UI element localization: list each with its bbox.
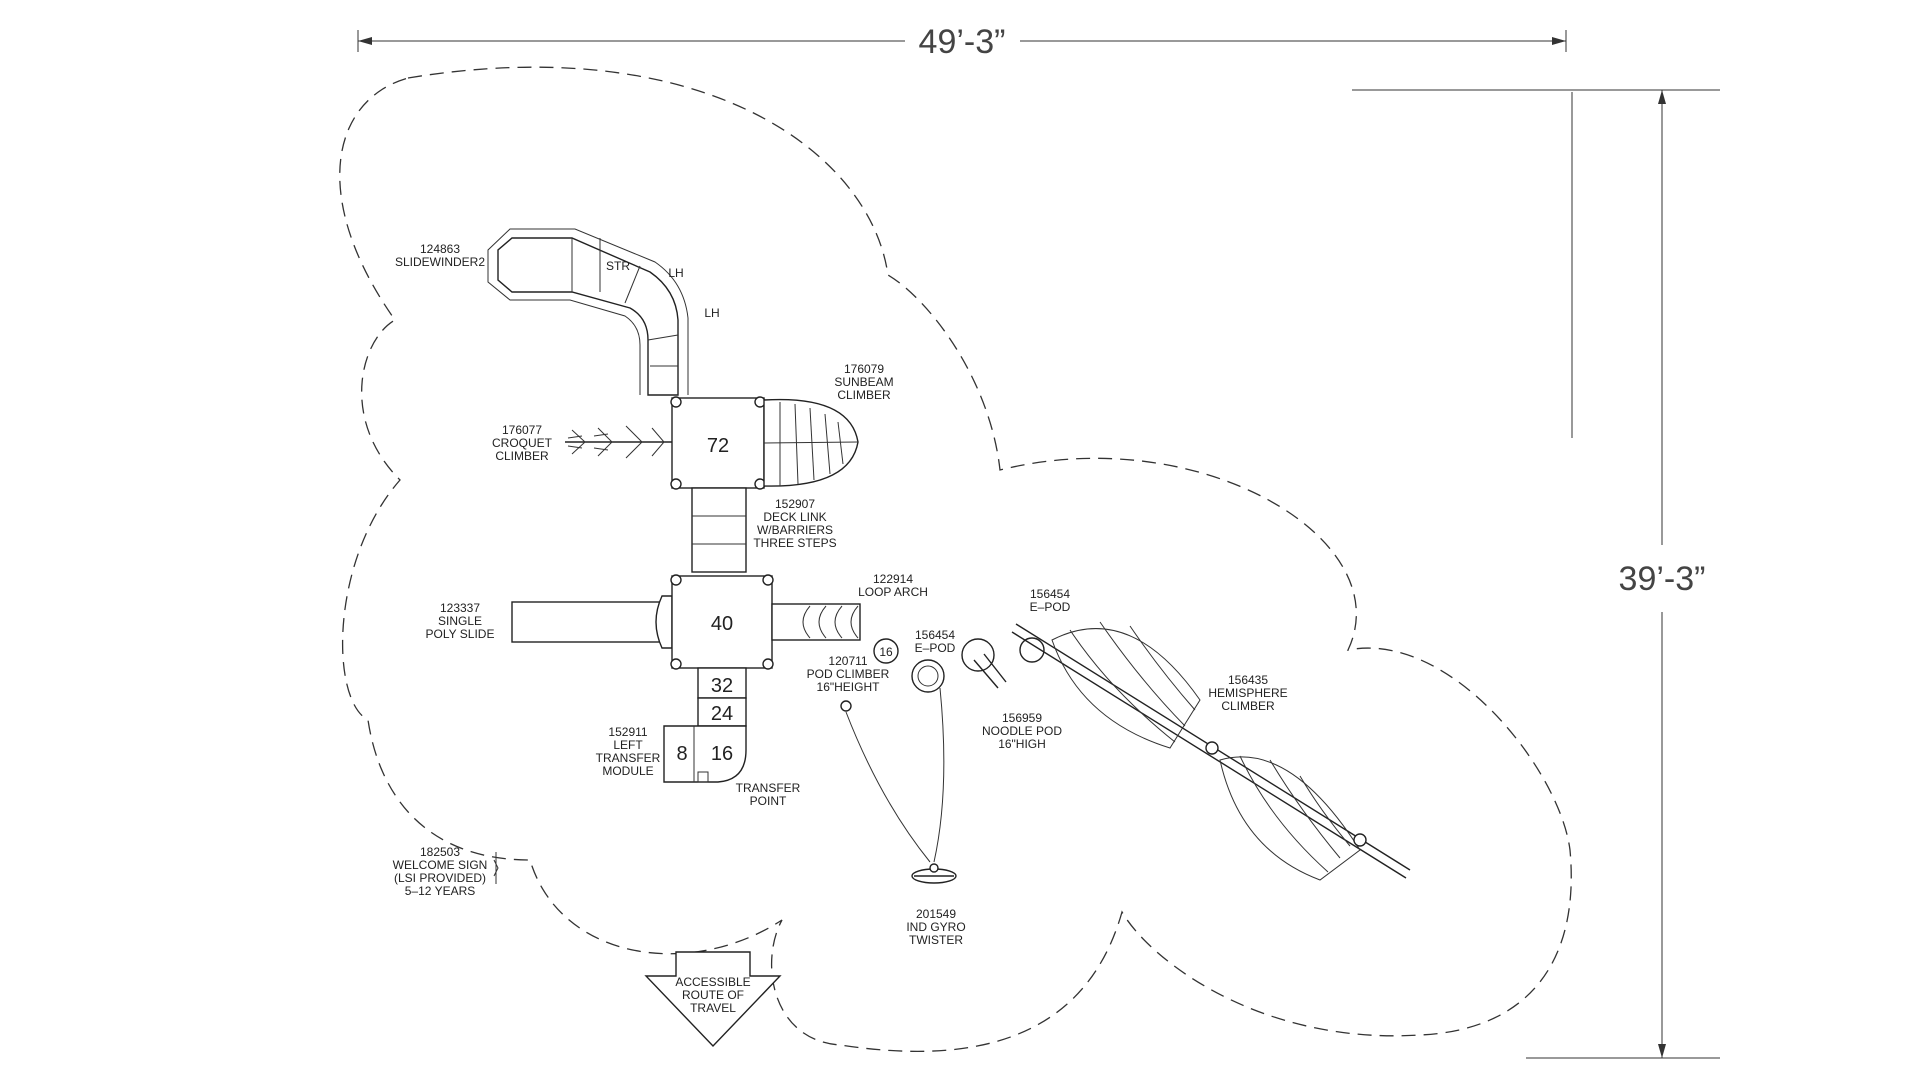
svg-text:THREE STEPS: THREE STEPS	[753, 536, 836, 550]
e-pod-right	[1019, 637, 1045, 663]
step-32-label: 32	[711, 675, 733, 697]
svg-text:16"HIGH: 16"HIGH	[998, 737, 1046, 751]
pod-climber-height-label: 16	[879, 645, 893, 659]
label-deck-link: 152907 DECK LINK W/BARRIERS THREE STEPS	[753, 497, 836, 550]
svg-text:IND GYRO: IND GYRO	[906, 920, 965, 934]
svg-text:SUNBEAM: SUNBEAM	[834, 375, 893, 389]
hemisphere-climber	[1011, 621, 1411, 881]
slide-section-lh-lower: LH	[704, 306, 719, 320]
deck-40: 40	[670, 574, 774, 670]
svg-text:122914: 122914	[873, 572, 913, 586]
deck-72: 72	[670, 396, 766, 490]
svg-text:156435: 156435	[1228, 673, 1268, 687]
svg-text:CLIMBER: CLIMBER	[495, 449, 549, 463]
svg-text:WELCOME SIGN: WELCOME SIGN	[393, 858, 488, 872]
svg-text:LEFT: LEFT	[613, 738, 643, 752]
svg-text:E–POD: E–POD	[1030, 600, 1071, 614]
svg-text:LOOP ARCH: LOOP ARCH	[858, 585, 928, 599]
slide-section-lh-upper: LH	[668, 266, 683, 280]
slide-section-str: STR	[606, 259, 630, 273]
label-pod-climber: 120711 POD CLIMBER 16"HEIGHT	[807, 654, 890, 694]
pod-climber: 16	[873, 638, 899, 664]
svg-text:POLY SLIDE: POLY SLIDE	[426, 627, 495, 641]
svg-text:CLIMBER: CLIMBER	[1221, 699, 1275, 713]
svg-text:CLIMBER: CLIMBER	[837, 388, 891, 402]
label-slidewinder: 124863 SLIDEWINDER2	[395, 242, 485, 269]
label-loop-arch: 122914 LOOP ARCH	[858, 572, 928, 599]
label-welcome-sign: 182503 WELCOME SIGN (LSI PROVIDED) 5–12 …	[393, 845, 488, 898]
label-noodle-pod: 156959 NOODLE POD 16"HIGH	[982, 711, 1062, 751]
svg-text:156959: 156959	[1002, 711, 1042, 725]
safety-surfacing-boundary	[339, 66, 1572, 1053]
svg-text:TWISTER: TWISTER	[909, 933, 963, 947]
svg-text:120711: 120711	[828, 654, 867, 668]
svg-text:SLIDEWINDER2: SLIDEWINDER2	[395, 255, 485, 269]
slidewinder-slide: STR LH LH	[487, 228, 720, 396]
svg-text:NOODLE POD: NOODLE POD	[982, 724, 1062, 738]
label-poly-slide: 123337 SINGLE POLY SLIDE	[426, 601, 495, 641]
welcome-sign-marker	[493, 852, 499, 884]
svg-text:156454: 156454	[915, 628, 955, 642]
svg-text:(LSI PROVIDED): (LSI PROVIDED)	[394, 871, 486, 885]
deck-link	[691, 487, 747, 573]
label-e-pod-left: 156454 E–POD	[915, 628, 956, 655]
croquet-climber	[565, 425, 672, 459]
svg-text:156454: 156454	[1030, 587, 1070, 601]
svg-text:TRANSFER: TRANSFER	[596, 751, 661, 765]
width-dimension-label: 49’-3”	[919, 23, 1006, 61]
label-transfer-point: TRANSFER POINT	[736, 781, 801, 808]
e-pod-left	[911, 659, 945, 693]
accessible-route-arrow	[644, 951, 782, 1048]
svg-text:POD CLIMBER: POD CLIMBER	[807, 667, 890, 681]
steps: 32 24	[697, 667, 747, 727]
svg-text:123337: 123337	[440, 601, 480, 615]
svg-text:176077: 176077	[502, 423, 542, 437]
svg-text:124863: 124863	[420, 242, 460, 256]
svg-text:HEMISPHERE: HEMISPHERE	[1208, 686, 1287, 700]
label-gyro-twister: 201549 IND GYRO TWISTER	[906, 907, 965, 947]
svg-text:TRAVEL: TRAVEL	[690, 1001, 736, 1015]
svg-text:DECK LINK: DECK LINK	[763, 510, 826, 524]
loop-arch	[771, 603, 861, 641]
deck-72-label: 72	[707, 435, 729, 457]
deck-40-label: 40	[711, 613, 733, 635]
gyro-twister	[840, 687, 957, 884]
svg-text:176079: 176079	[844, 362, 884, 376]
height-dimension-label: 39’-3”	[1619, 560, 1706, 598]
step-24-label: 24	[711, 703, 733, 725]
sunbeam-climber	[763, 398, 859, 487]
label-accessible-route: ACCESSIBLE ROUTE OF TRAVEL	[675, 975, 750, 1015]
svg-text:ROUTE OF: ROUTE OF	[682, 988, 744, 1002]
noodle-pod	[961, 638, 1007, 689]
label-croquet: 176077 CROQUET CLIMBER	[492, 423, 553, 463]
label-sunbeam: 176079 SUNBEAM CLIMBER	[834, 362, 893, 402]
svg-text:W/BARRIERS: W/BARRIERS	[757, 523, 833, 537]
height-dimension: 39’-3”	[1352, 89, 1720, 1059]
label-transfer-module: 152911 LEFT TRANSFER MODULE	[596, 725, 661, 778]
width-dimension: 49’-3”	[357, 23, 1567, 61]
svg-text:CROQUET: CROQUET	[492, 436, 553, 450]
svg-text:152911: 152911	[608, 725, 647, 739]
transfer-step-8-label: 8	[676, 743, 687, 765]
svg-text:5–12 YEARS: 5–12 YEARS	[405, 884, 476, 898]
svg-text:E–POD: E–POD	[915, 641, 956, 655]
svg-text:TRANSFER: TRANSFER	[736, 781, 801, 795]
transfer-module: 8 16	[663, 725, 747, 783]
svg-text:152907: 152907	[775, 497, 815, 511]
label-e-pod-right: 156454 E–POD	[1030, 587, 1071, 614]
svg-text:182503: 182503	[420, 845, 460, 859]
transfer-step-16-label: 16	[711, 743, 733, 765]
svg-text:201549: 201549	[916, 907, 956, 921]
svg-text:ACCESSIBLE: ACCESSIBLE	[675, 975, 750, 989]
single-poly-slide	[511, 595, 673, 649]
svg-text:MODULE: MODULE	[602, 764, 653, 778]
svg-text:SINGLE: SINGLE	[438, 614, 482, 628]
svg-text:16"HEIGHT: 16"HEIGHT	[817, 680, 881, 694]
label-hemisphere: 156435 HEMISPHERE CLIMBER	[1208, 673, 1287, 713]
svg-text:POINT: POINT	[750, 794, 787, 808]
